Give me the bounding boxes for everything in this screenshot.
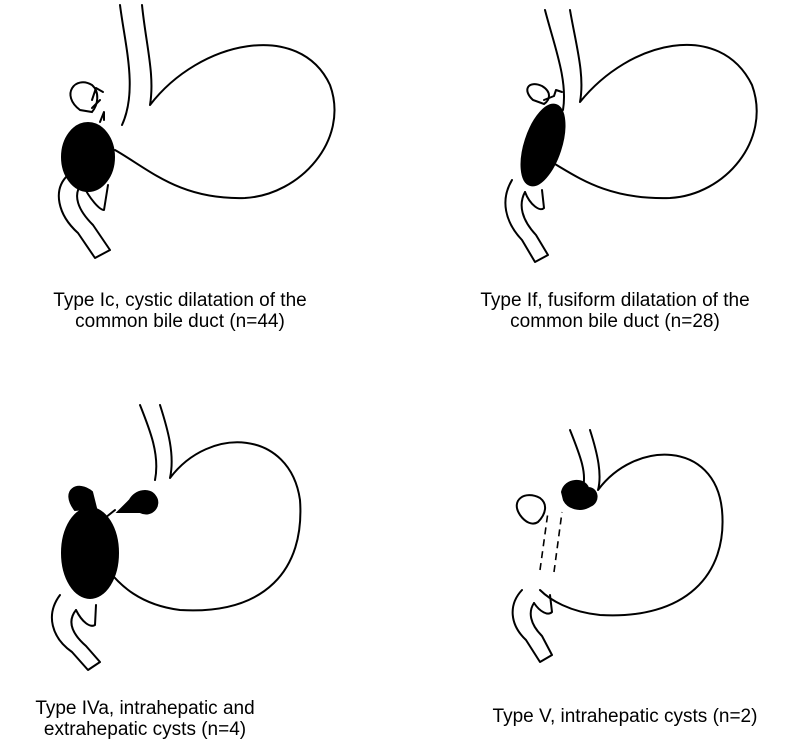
- stomach-outline: [115, 5, 334, 198]
- caption-line-1: Type V, intrahepatic cysts (n=2): [470, 706, 780, 727]
- caption-type-ic: Type Ic, cystic dilatation of the common…: [20, 290, 340, 332]
- duodenum: [52, 595, 100, 670]
- type-v-illustration: [430, 400, 787, 680]
- panel-type-if: Type If, fusiform dilatation of the comm…: [430, 0, 787, 340]
- common-bile-duct-dashed: [540, 512, 562, 572]
- stomach-outline: [545, 10, 757, 198]
- cyst-common-bile-duct: [62, 112, 114, 191]
- duodenum: [505, 180, 548, 262]
- type-ic-illustration: [0, 0, 390, 270]
- gallbladder: [70, 82, 103, 112]
- caption-line-2: common bile duct (n=28): [445, 311, 785, 332]
- caption-line-1: Type Ic, cystic dilatation of the: [20, 290, 340, 311]
- panel-type-iva: Type IVa, intrahepatic and extrahepatic …: [0, 400, 390, 744]
- intrahepatic-cysts: [562, 481, 597, 509]
- caption-line-2: common bile duct (n=44): [20, 311, 340, 332]
- caption-line-2: extrahepatic cysts (n=4): [0, 719, 290, 740]
- duodenum: [513, 590, 552, 662]
- caption-line-1: Type IVa, intrahepatic and: [0, 698, 290, 719]
- caption-type-if: Type If, fusiform dilatation of the comm…: [445, 290, 785, 332]
- gallbladder: [517, 495, 545, 523]
- type-iva-illustration: [0, 400, 390, 680]
- caption-type-v: Type V, intrahepatic cysts (n=2): [470, 706, 780, 727]
- caption-line-1: Type If, fusiform dilatation of the: [445, 290, 785, 311]
- panel-type-v: Type V, intrahepatic cysts (n=2): [430, 400, 787, 744]
- type-if-illustration: [430, 0, 787, 270]
- fusiform-dilatation: [513, 99, 573, 190]
- extrahepatic-cyst: [62, 487, 118, 598]
- panel-type-ic: Type Ic, cystic dilatation of the common…: [0, 0, 390, 340]
- intrahepatic-cysts: [105, 491, 157, 518]
- caption-type-iva: Type IVa, intrahepatic and extrahepatic …: [0, 698, 290, 740]
- gallbladder: [527, 84, 562, 104]
- stomach-outline: [540, 430, 723, 615]
